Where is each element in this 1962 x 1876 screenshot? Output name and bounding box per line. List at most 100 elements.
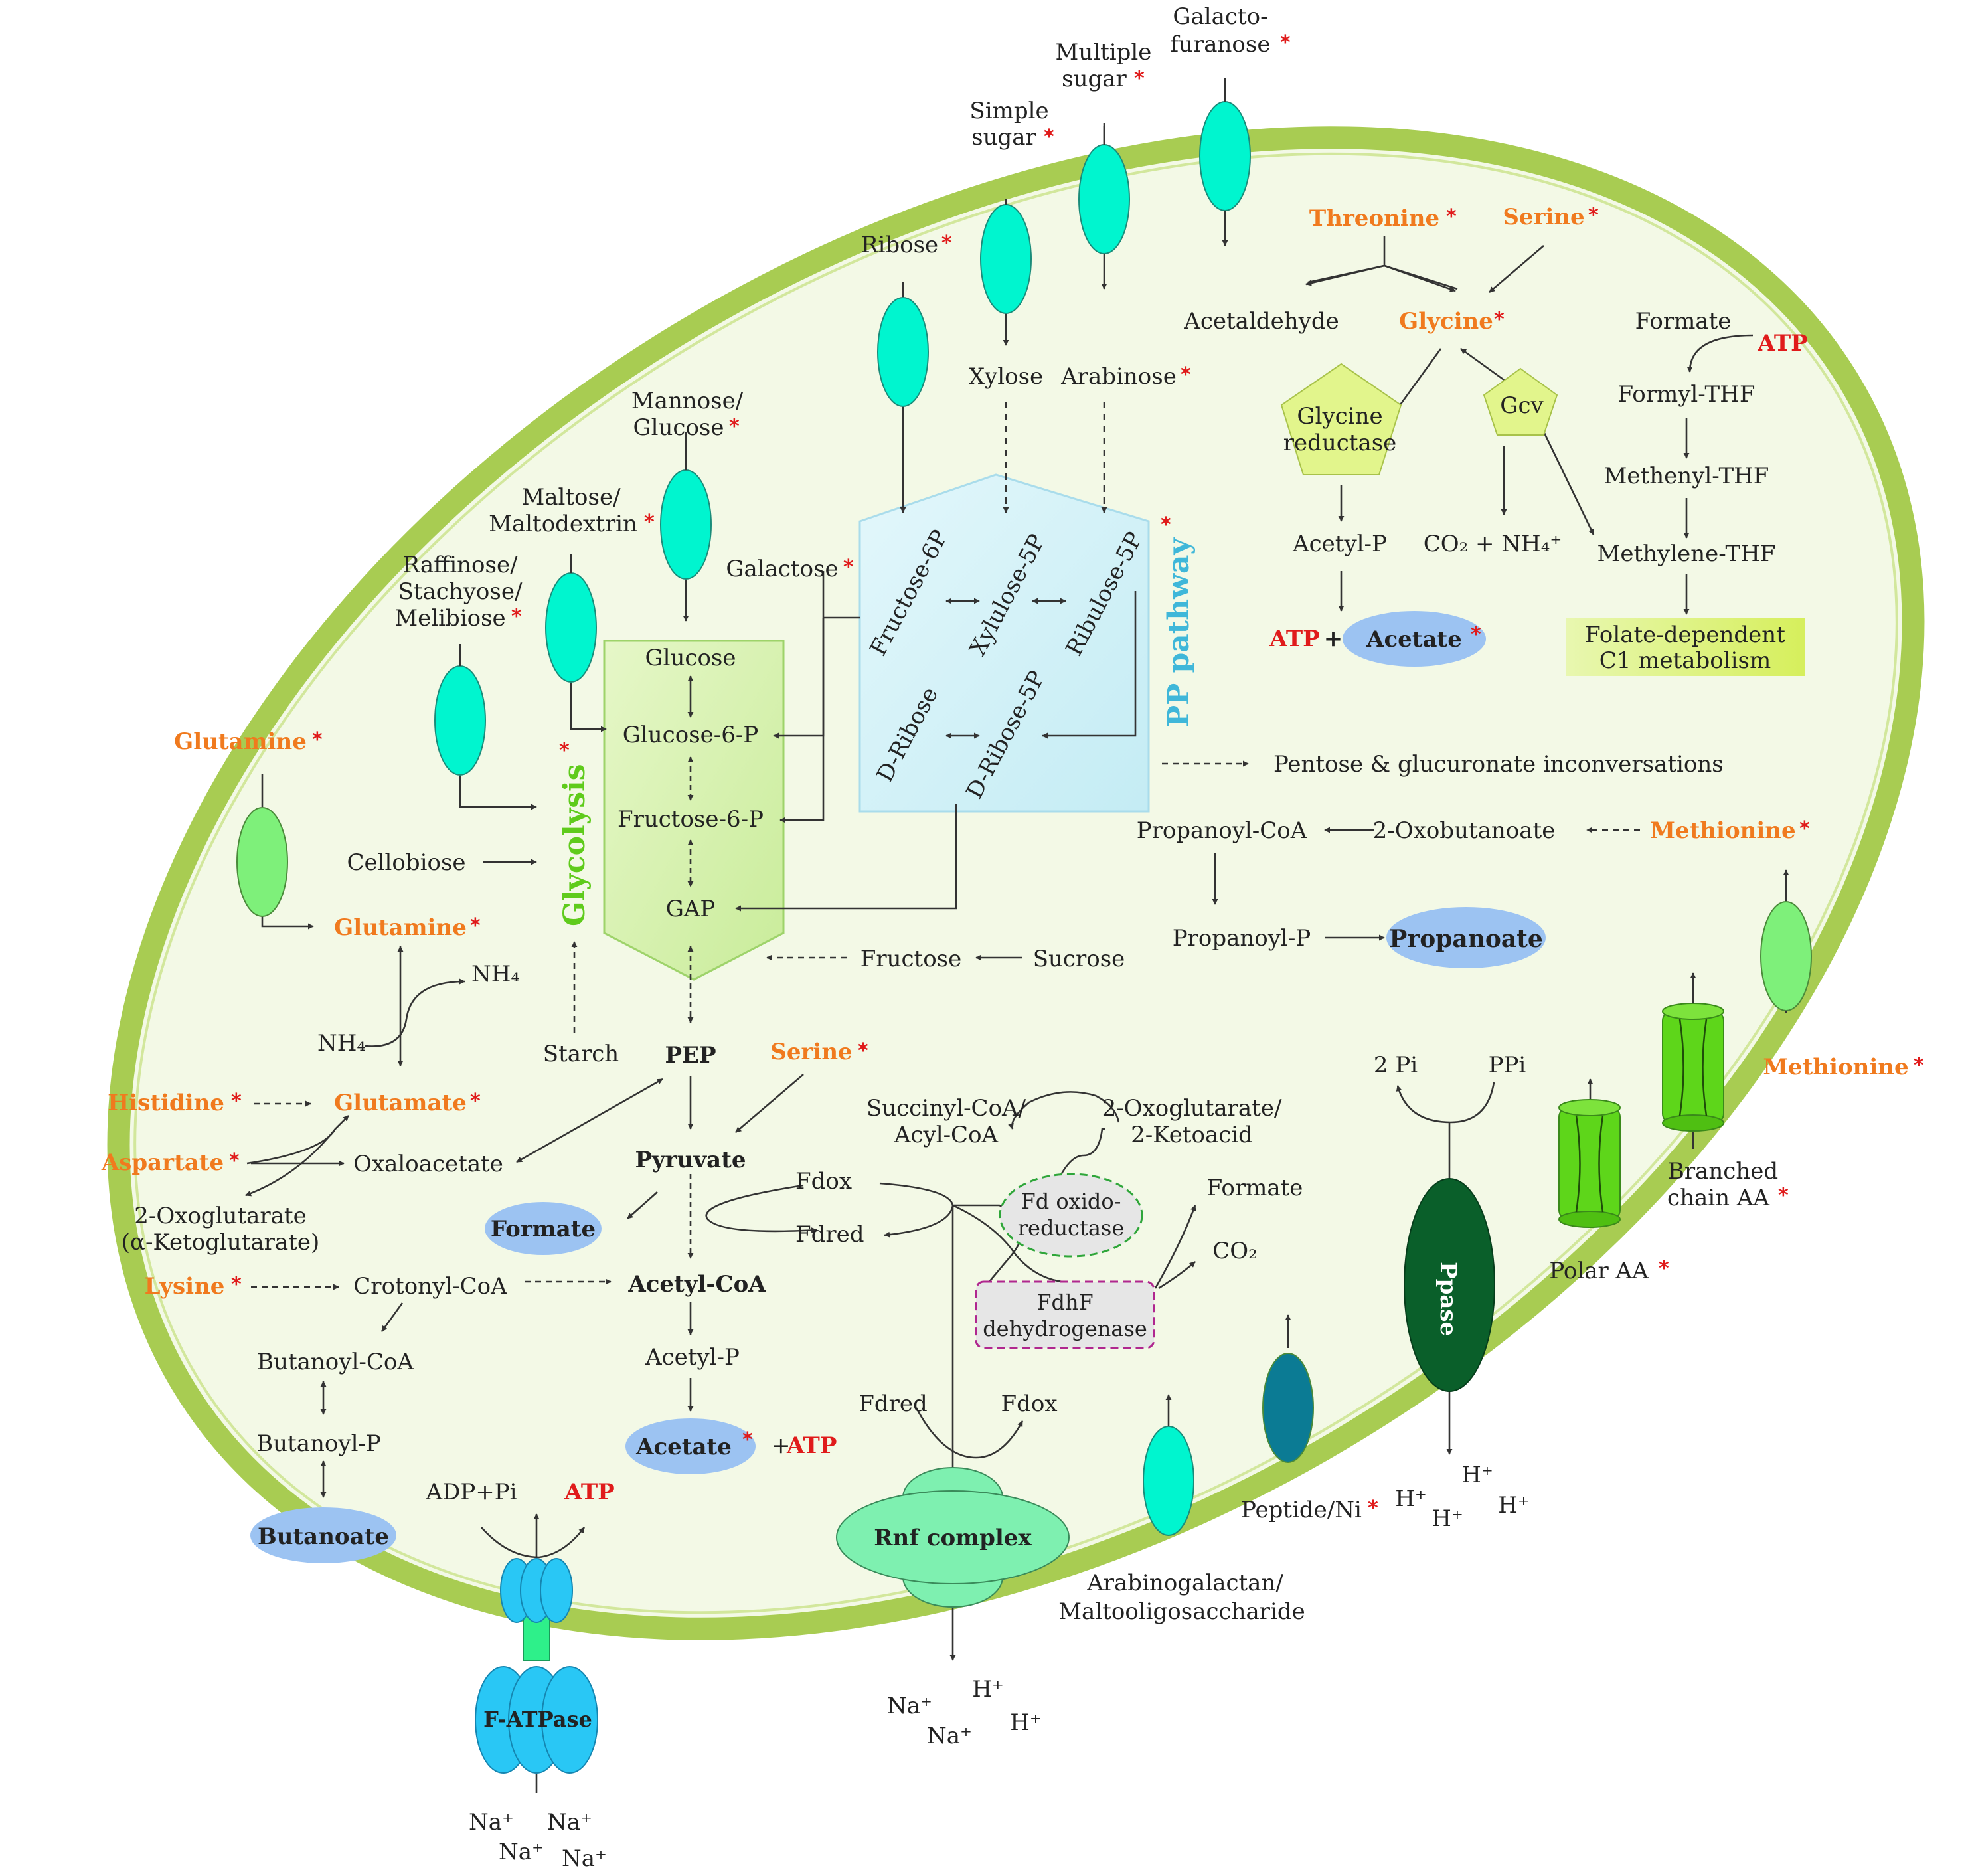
pp-pathway-panel: PP pathway * [858,473,1196,813]
glycolysis-title: Glycolysis [558,764,592,926]
transporter-mannose [660,469,712,580]
svg-text:*: * [742,1428,753,1452]
svg-text:chain AA: chain AA [1667,1185,1769,1211]
svg-text:CO₂ + NH₄⁺: CO₂ + NH₄⁺ [1424,531,1562,557]
svg-text:*: * [231,1090,242,1113]
svg-text:dehydrogenase: dehydrogenase [983,1316,1147,1341]
glycine-labels: Threonine * Serine * Acetaldehyde Glycin… [1183,204,1599,653]
glycolysis-panel: Glycolysis * [558,640,785,981]
svg-text:PPi: PPi [1489,1052,1526,1078]
svg-text:Serine: Serine [770,1039,852,1065]
energy-labels: Succinyl-CoA/ Acyl-CoA 2-Oxoglutarate/ 2… [795,1095,1303,1749]
atpase-label: F-ATPase [483,1707,592,1732]
svg-text:PEP: PEP [665,1042,716,1068]
svg-text:Methylene-THF: Methylene-THF [1597,541,1776,567]
svg-text:Glutamine: Glutamine [334,914,467,941]
svg-text:Formate: Formate [1207,1175,1303,1201]
propanoate-oval [1386,907,1546,968]
svg-text:Methionine: Methionine [1650,817,1795,844]
svg-text:*: * [229,1150,240,1173]
svg-text:Glutamine: Glutamine [174,728,307,755]
svg-text:Formyl-THF: Formyl-THF [1618,381,1756,408]
svg-text:Acetyl-P: Acetyl-P [1292,531,1387,557]
svg-text:2-Oxoglutarate: 2-Oxoglutarate [134,1203,306,1229]
svg-text:Threonine: Threonine [1309,205,1439,232]
gcv-pentagon [1483,367,1558,436]
svg-text:Acetyl-P: Acetyl-P [645,1344,740,1371]
svg-text:*: * [1659,1257,1669,1280]
svg-text:*: * [511,605,522,628]
svg-text:Fructose: Fructose [860,946,962,972]
svg-text:2-Ketoacid: 2-Ketoacid [1131,1122,1253,1148]
svg-text:*: * [312,728,323,752]
glycolysis-labels: Glucose Glucose-6-P Fructose-6-P GAP PEP… [347,556,1125,1460]
svg-text:Na⁺: Na⁺ [499,1839,544,1865]
svg-text:*: * [941,232,952,255]
svg-text:Acetate: Acetate [635,1434,732,1460]
svg-text:sugar: sugar [1062,66,1127,92]
svg-text:H⁺: H⁺ [1498,1492,1530,1519]
svg-text:Folate-dependent: Folate-dependent [1585,622,1785,648]
svg-text:H⁺: H⁺ [972,1676,1004,1703]
svg-text:*: * [1799,817,1810,841]
svg-text:GAP: GAP [666,896,716,922]
svg-text:NH₄: NH₄ [471,961,520,987]
svg-text:+: + [1324,626,1343,652]
svg-text:*: * [1471,623,1481,646]
svg-text:Ribose: Ribose [861,232,938,258]
svg-text:Na⁺: Na⁺ [562,1845,607,1872]
propanoate-labels: Propanoyl-CoA 2-Oxobutanoate Methionine … [1137,817,1810,953]
svg-text:Xylose: Xylose [969,363,1043,390]
transporter-multiple-sugar [1078,144,1130,254]
svg-text:*: * [644,511,655,534]
svg-text:H⁺: H⁺ [1461,1462,1493,1488]
svg-text:Propanoyl-P: Propanoyl-P [1173,925,1311,952]
svg-text:Glycine: Glycine [1399,308,1493,335]
sugar-labels: Galacto- furanose * Multiple sugar * Sim… [394,3,1291,632]
svg-text:Glutamate: Glutamate [334,1090,467,1116]
polar-aa-transporter [1558,1099,1621,1228]
svg-text:reductase: reductase [1018,1215,1125,1240]
branched-aa-transporter [1662,1003,1724,1132]
svg-text:Methenyl-THF: Methenyl-THF [1604,463,1769,489]
svg-text:Propanoyl-CoA: Propanoyl-CoA [1137,817,1307,844]
svg-text:Fd oxido-: Fd oxido- [1021,1189,1121,1214]
svg-text:*: * [1044,126,1054,149]
svg-text:2-Oxoglutarate/: 2-Oxoglutarate/ [1102,1095,1282,1122]
svg-text:*: * [729,415,740,438]
acetate-oval-glycine [1343,611,1486,667]
glycolysis-box [603,640,785,981]
svg-text:Fructose-6-P: Fructose-6-P [617,806,764,833]
svg-text:Acetyl-CoA: Acetyl-CoA [627,1271,766,1298]
svg-text:Fdox: Fdox [795,1168,852,1195]
svg-text:Glycine: Glycine [1297,403,1382,430]
transporter-ribose [877,297,929,407]
svg-text:Galacto-: Galacto- [1173,3,1267,30]
svg-text:Maltooligosaccharide: Maltooligosaccharide [1058,1598,1305,1625]
svg-text:Glucose-6-P: Glucose-6-P [623,722,759,748]
svg-text:Na⁺: Na⁺ [927,1723,972,1749]
svg-text:Crotonyl-CoA: Crotonyl-CoA [353,1273,507,1300]
transporter-raffinose [434,665,486,776]
svg-text:Aspartate: Aspartate [101,1150,224,1176]
fd-oxidoreductase [999,1173,1143,1258]
svg-text:Formate: Formate [1635,308,1732,335]
svg-text:Acetate: Acetate [1366,626,1462,653]
svg-text:ADP+Pi: ADP+Pi [426,1479,517,1505]
svg-text:+: + [772,1432,791,1459]
svg-text:Branched: Branched [1668,1158,1778,1185]
svg-text:Multiple: Multiple [1056,39,1152,66]
svg-text:Acyl-CoA: Acyl-CoA [894,1122,999,1148]
svg-text:*: * [1914,1054,1924,1077]
svg-text:furanose: furanose [1171,31,1271,58]
svg-text:Melibiose: Melibiose [394,605,505,632]
acetate-oval [625,1418,756,1474]
svg-text:Na⁺: Na⁺ [547,1809,592,1835]
svg-text:*: * [1134,67,1145,90]
svg-text:NH₄: NH₄ [317,1030,366,1057]
transporter-simple-sugar [980,204,1032,314]
svg-text:Glucose: Glucose [633,414,724,441]
svg-text:Stachyose/: Stachyose/ [398,578,523,605]
svg-text:Propanoate: Propanoate [1389,925,1543,953]
